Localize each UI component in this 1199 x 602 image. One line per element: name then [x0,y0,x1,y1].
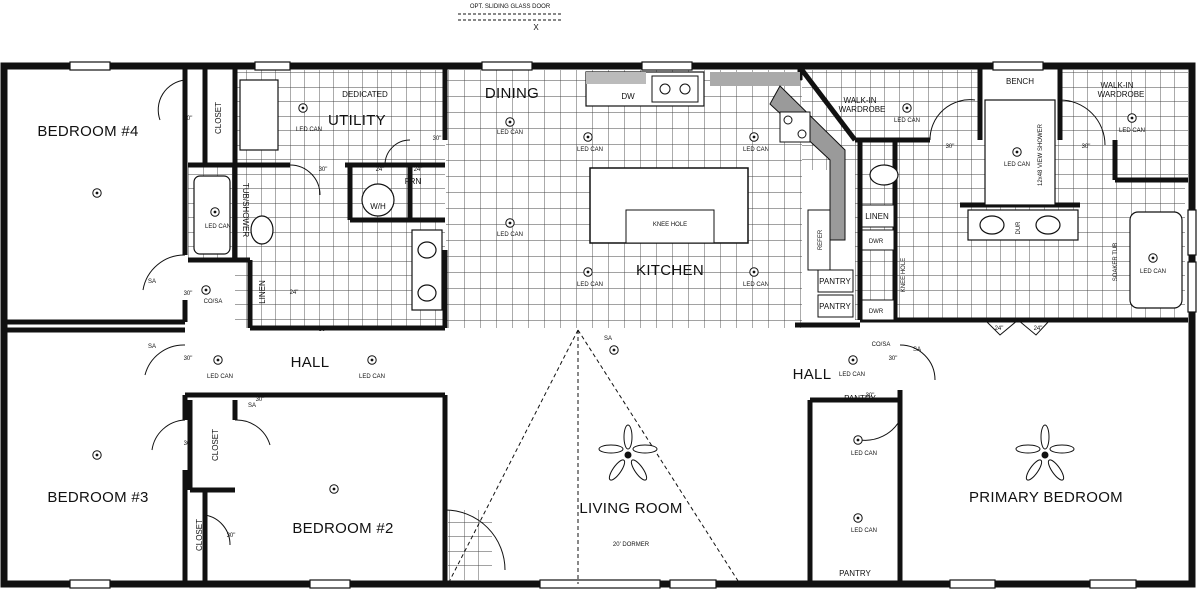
linen-label-1: LINEN [258,280,267,304]
ceiling-fan-icon [1015,424,1075,481]
hall-right-label: HALL [793,366,832,383]
led-can-label-2: LED CAN [497,130,523,136]
walkin-left-label-1: WALK-IN [843,96,876,105]
walkin-left-label-2: WARDROBE [839,105,886,114]
led-can-label-6: LED CAN [577,282,603,288]
view-shower-label: 12x48 VIEW SHOWER [1038,123,1044,186]
primary-bedroom-label: PRIMARY BEDROOM [969,489,1123,506]
sliding-door-note: OPT. SLIDING GLASS DOOR X [458,4,562,32]
door-width-13: 30" [866,393,875,399]
door-width-11: 30" [1082,144,1091,150]
closet-label-2: CLOSET [211,429,220,461]
sliding-door-note-text: OPT. SLIDING GLASS DOOR [470,4,551,10]
led-can-label-1: LED CAN [296,127,322,133]
door-width-6: 30" [256,397,265,403]
door-width-15: 24" [414,167,423,173]
sa-label-2: SA [148,344,156,350]
pantry-label-3: PANTRY [839,569,871,578]
led-can-label-17: LED CAN [1140,269,1166,275]
led-can-label-16: LED CAN [1119,128,1145,134]
door-width-12: 30" [889,356,898,362]
co-sa-label-2: CO/SA [872,342,891,348]
living-room-label: LIVING ROOM [579,500,682,517]
door-width-7: 30" [319,167,328,173]
led-can-label-14: LED CAN [894,118,920,124]
led-can-label-12: LED CAN [851,528,877,534]
walkin-right-label-2: WARDROBE [1098,90,1145,99]
led-can-label-10: LED CAN [359,374,385,380]
door-width-17: 24" [995,326,1004,332]
windows [69,61,1197,589]
kitchen-label: KITCHEN [636,262,704,279]
dwr-label-1: DWR [869,239,884,245]
led-can-label-13: LED CAN [839,372,865,378]
led-can-label-4: LED CAN [577,147,603,153]
sa-label-5: SA [913,347,921,353]
led-can-label-15: LED CAN [1004,162,1030,168]
led-can-label-9: LED CAN [207,374,233,380]
dw-label: DW [621,92,635,101]
door-width-10: 30" [946,144,955,150]
bedroom4-label: BEDROOM #4 [37,123,138,140]
refer-label: REFER [818,229,824,250]
frn-label: FRN [405,177,422,186]
co-sa-label-1: CO/SA [204,299,223,305]
closet-label-1: CLOSET [214,102,223,134]
bedroom3-label: BEDROOM #3 [47,489,148,506]
kitchen-cabinets [585,71,895,321]
dwr-label-2: DWR [869,309,884,315]
led-can-label-3: LED CAN [497,232,523,238]
soaker-tub-label: SOAKER TUB [1113,243,1119,282]
led-can-label-8: LED CAN [205,224,231,230]
ceiling-fan-icon [598,424,658,481]
sa-label-4: SA [604,336,612,342]
led-can-label-11: LED CAN [851,451,877,457]
pantry-label-4: PANTRY [844,394,876,403]
door-width-16: 24" [290,290,299,296]
interior-walls [4,66,1188,584]
hall-left-label: HALL [291,354,330,371]
dedicated-label: DEDICATED [342,90,388,99]
utility-label: UTILITY [328,112,386,129]
sa-label-3: SA [248,403,256,409]
sa-label-1: SA [148,279,156,285]
linen-label-2: LINEN [865,212,889,221]
door-width-1: 30" [184,116,193,122]
door-width-18: 24" [1034,326,1043,332]
wh-label: W/H [370,202,386,211]
walkin-right-label-1: WALK-IN [1100,81,1133,90]
dormer-label: 20' DORMER [613,542,650,548]
dining-label: DINING [485,85,539,102]
tub-shower-label: TUB/SHOWER [241,183,250,237]
closet-label-3: CLOSET [195,519,204,551]
door-width-5: 30" [227,533,236,539]
door-width-9: 30" [433,136,442,142]
knee-hole-label-2: KNEE HOLE [901,258,907,292]
pantry-label-2: PANTRY [819,302,851,311]
knee-hole-label: KNEE HOLE [653,222,687,228]
bedroom2-label: BEDROOM #2 [292,520,393,537]
door-swings [142,79,1106,571]
dormer-lines [447,329,741,585]
led-can-label-5: LED CAN [743,147,769,153]
fixture-labels: CLOSET CLOSET CLOSET LINEN LINEN PANTRY … [148,90,1166,578]
door-width-2: 30" [184,291,193,297]
door-width-8: 30" [319,327,328,333]
led-can-label-7: LED CAN [743,282,769,288]
pantry-label-1: PANTRY [819,277,851,286]
door-width-4: 30" [184,441,193,447]
door-width-14: 24" [376,167,385,173]
bench-label: BENCH [1006,77,1034,86]
room-labels: BEDROOM #4 BEDROOM #3 BEDROOM #2 UTILITY… [37,77,1144,537]
dwr-label-3: DUR [1016,221,1022,235]
door-width-3: 30" [184,356,193,362]
sliding-door-mark: X [533,23,539,32]
